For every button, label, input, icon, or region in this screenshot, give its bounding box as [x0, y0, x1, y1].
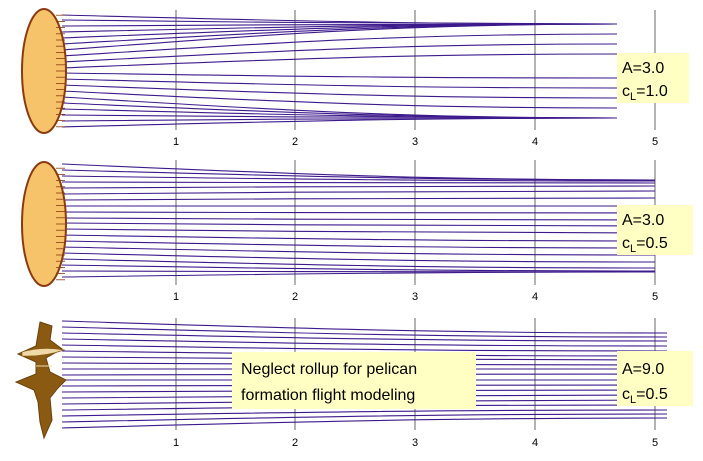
- wake-streamline: [61, 326, 668, 338]
- wake-streamline: [61, 169, 656, 181]
- panel-2-wake-lines: [61, 163, 656, 278]
- wake-streamline: [61, 332, 668, 342]
- tick-label: 1: [173, 437, 179, 449]
- tick-label: 4: [532, 136, 538, 148]
- wake-streamline: [61, 23, 618, 51]
- tick-label: 5: [652, 437, 658, 449]
- aspect-ratio-label: A=9.0: [622, 361, 664, 378]
- tick-label: 4: [532, 437, 538, 449]
- aspect-ratio-label: A=3.0: [622, 60, 664, 77]
- tick-label: 2: [292, 291, 298, 303]
- wake-streamline: [61, 417, 668, 429]
- wake-streamline: [61, 409, 668, 417]
- tick-label: 2: [292, 136, 298, 148]
- panel-3: 1 2 3 4 5 Neglect rollup for pelican for…: [14, 318, 693, 449]
- wake-streamline: [61, 53, 618, 69]
- wake-streamline: [61, 181, 656, 184]
- tick-label: 2: [292, 437, 298, 449]
- wake-streamline: [61, 344, 668, 352]
- tick-label: 1: [173, 291, 179, 303]
- pelican-icon: [14, 321, 67, 440]
- wake-streamline: [61, 33, 618, 57]
- wake-streamline: [61, 185, 656, 189]
- panel-2: 1 2 3 4 5 A=3.0 cL=0.5: [21, 160, 693, 303]
- lift-coefficient-label: cL=0.5: [622, 386, 668, 406]
- panel-3-param-label: A=9.0 cL=0.5: [617, 351, 693, 406]
- tick-label: 5: [652, 291, 658, 303]
- tick-label: 5: [652, 136, 658, 148]
- wake-streamline: [61, 72, 618, 79]
- pelican-note-line-1: Neglect rollup for pelican: [241, 361, 417, 378]
- panel-2-ticks: 1 2 3 4 5: [173, 291, 658, 303]
- wake-streamline: [61, 246, 656, 256]
- wake-streamline: [61, 117, 618, 128]
- lift-coefficient-label: cL=0.5: [622, 235, 668, 255]
- tick-label: 3: [412, 136, 418, 148]
- panel-1-param-label: A=3.0 cL=1.0: [617, 53, 689, 103]
- wake-streamline: [61, 190, 656, 195]
- wake-streamline: [61, 228, 656, 234]
- panel-3-ticks: 1 2 3 4 5: [173, 437, 658, 449]
- wake-streamline: [61, 258, 656, 269]
- wake-streamline: [61, 90, 618, 109]
- wake-streamline: [61, 78, 618, 89]
- tick-label: 4: [532, 291, 538, 303]
- tick-label: 1: [173, 136, 179, 148]
- wake-streamline: [61, 43, 618, 63]
- tick-label: 3: [412, 291, 418, 303]
- wake-streamline: [61, 234, 656, 242]
- panel-2-wing-ellipse-icon: [21, 161, 67, 287]
- wake-streamline: [61, 222, 656, 227]
- aspect-ratio-label: A=3.0: [622, 212, 664, 229]
- wake-streamline: [61, 175, 656, 182]
- lift-coefficient-label: cL=1.0: [622, 83, 668, 103]
- wake-streamline: [61, 240, 656, 249]
- pelican-note-line-2: formation flight modeling: [241, 387, 415, 404]
- panel-1-wing-ribs: [56, 14, 65, 128]
- panel-1-wing-ellipse-icon: [21, 8, 67, 134]
- wake-streamline: [61, 271, 656, 278]
- wake-streamline: [61, 211, 656, 214]
- wake-streamline: [61, 217, 656, 221]
- tick-label: 3: [412, 437, 418, 449]
- pelican-note: Neglect rollup for pelican formation fli…: [232, 352, 476, 409]
- panel-1-wake-lines: [61, 14, 618, 128]
- wake-streamline: [61, 84, 618, 99]
- panel-2-param-label: A=3.0 cL=0.5: [617, 205, 693, 255]
- wake-streamline: [61, 413, 668, 423]
- wake-streamline: [61, 320, 668, 334]
- panel-1-ticks: 1 2 3 4 5: [173, 136, 658, 148]
- wake-streamline: [61, 264, 656, 272]
- wake-streamline: [61, 197, 656, 201]
- panel-2-wing-ribs: [56, 167, 65, 281]
- panel-1: 1 2 3 4 5 A=3.0 cL=1.0: [21, 8, 689, 148]
- wake-streamline: [61, 338, 668, 347]
- wake-streamline: [61, 252, 656, 263]
